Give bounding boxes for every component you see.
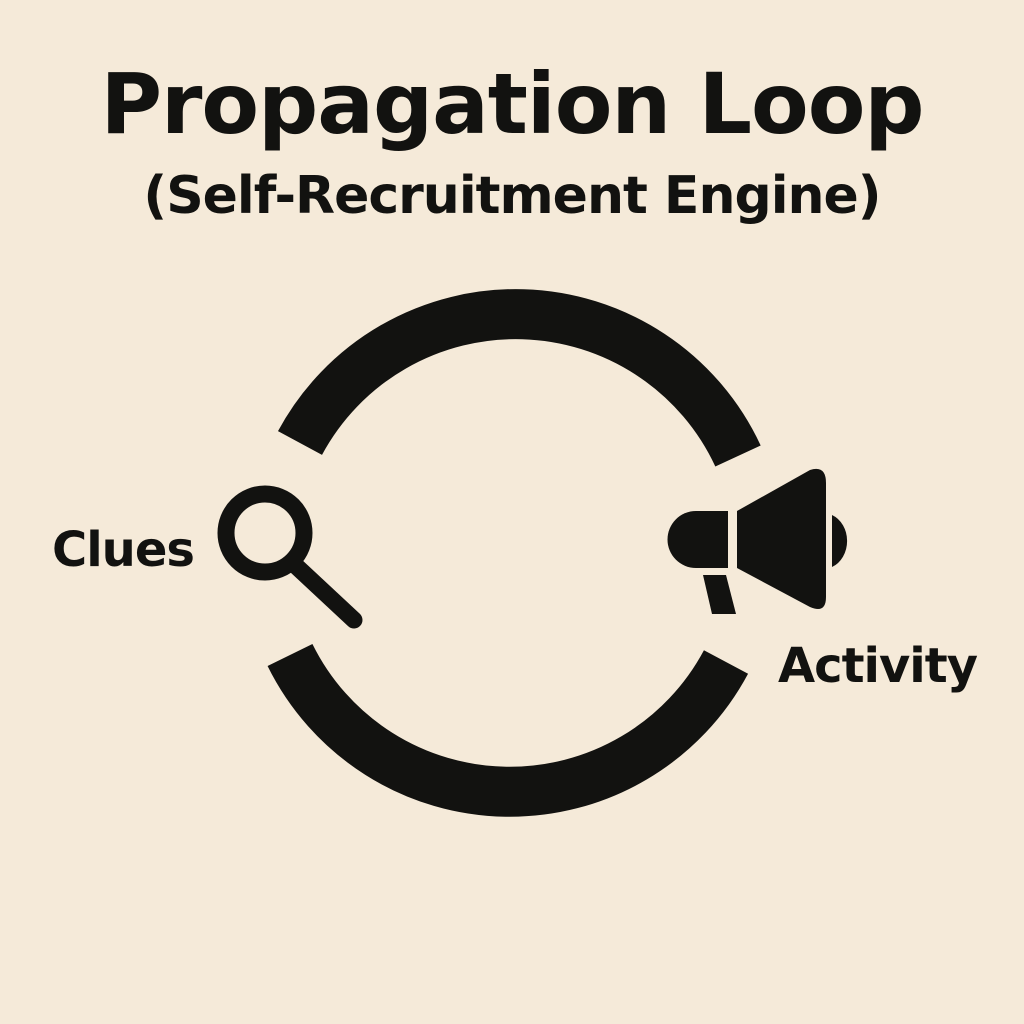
loop-arc-top	[277, 289, 761, 467]
diagram-title: Propagation Loop	[100, 55, 924, 153]
magnifying-glass-icon	[217, 485, 363, 629]
loop-arc-bottom	[267, 643, 749, 817]
node-label-activity: Activity	[778, 638, 978, 694]
node-label-clues: Clues	[52, 522, 195, 578]
megaphone-icon	[667, 468, 848, 614]
diagram-subtitle: (Self-Recruitment Engine)	[143, 166, 881, 226]
